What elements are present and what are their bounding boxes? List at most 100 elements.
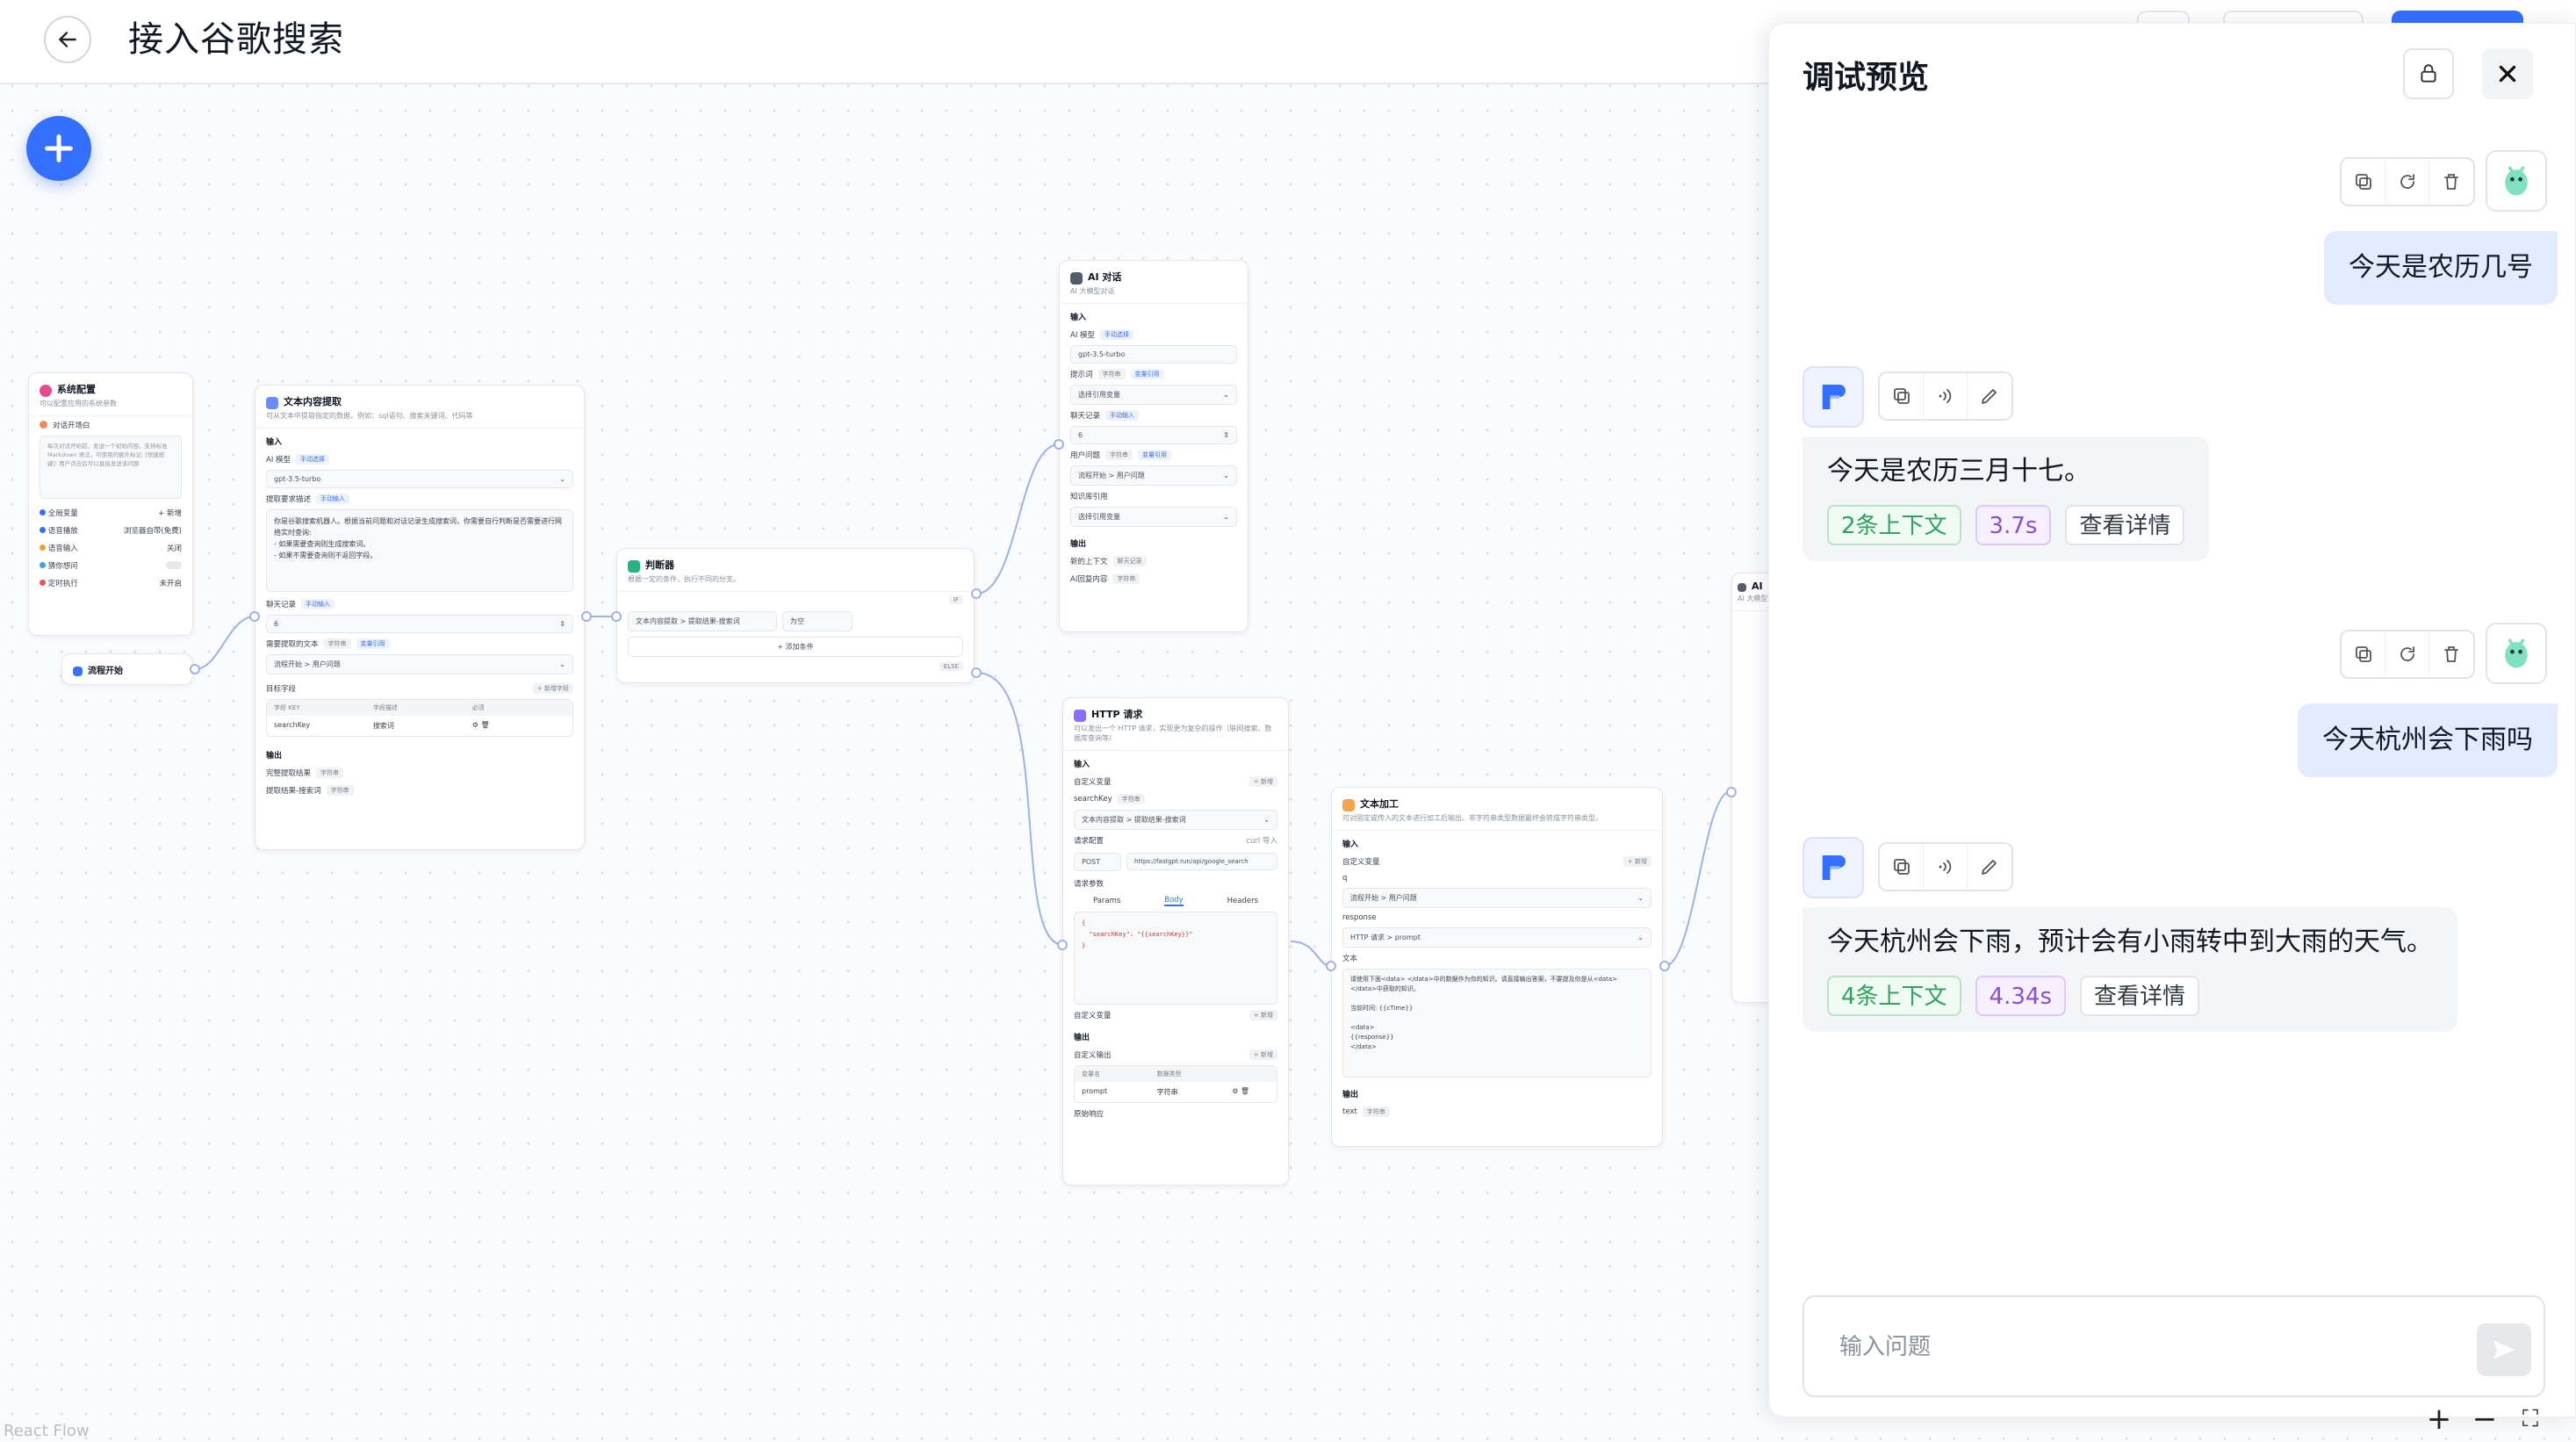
opening-textarea[interactable]: 每次对话开始前，发送一个初始内容。支持标准 Markdown 语法，可使用的额外… [40, 435, 182, 499]
add-variable-button[interactable]: + 新增 [1248, 1009, 1277, 1020]
node-title: 文本加工 [1360, 798, 1399, 810]
handle-target[interactable] [611, 611, 622, 622]
http-icon [1074, 709, 1086, 722]
condition-variable[interactable]: 文本内容提取 > 提取结果-搜索词 [628, 610, 777, 631]
url-input[interactable]: https://fastgpt.run/api/google_search [1126, 853, 1277, 870]
requirement-textarea[interactable]: 你是谷歌搜索机器人。根据当前问题和对话记录生成搜索词，你需要自行判断是否需要进行… [266, 508, 573, 592]
curl-import-button[interactable]: curl 导入 [1246, 836, 1277, 846]
delete-button[interactable] [2429, 631, 2473, 677]
method-select[interactable]: POST [1074, 852, 1121, 871]
condition-operator[interactable]: 为空 [782, 610, 853, 631]
add-condition-button[interactable]: + 添加条件 [628, 636, 963, 657]
edge-judge-if-ai [975, 443, 1060, 595]
var-select[interactable]: 文本内容提取 > 提取结果-搜索词⌄ [1074, 809, 1277, 830]
add-field-button[interactable]: + 新增字段 [532, 682, 573, 694]
send-button[interactable] [2477, 1323, 2531, 1376]
handle-target[interactable] [1326, 961, 1336, 971]
handle-target[interactable] [1726, 787, 1737, 797]
model-select[interactable]: gpt-3.5-turbo [1070, 344, 1237, 364]
close-button[interactable] [2482, 48, 2533, 99]
q-select[interactable]: 流程开始 > 用户问题⌄ [1342, 887, 1651, 908]
lock-button[interactable] [2403, 48, 2454, 99]
fit-view-button[interactable]: ⛶ [2522, 1406, 2539, 1432]
condition-variable-value: 文本内容提取 > 提取结果-搜索词 [636, 616, 740, 625]
suggest-toggle[interactable] [166, 561, 182, 569]
opening-icon [40, 421, 47, 429]
handle-target[interactable] [249, 611, 260, 622]
react-flow-attribution[interactable]: React Flow [4, 1422, 90, 1440]
tab-params[interactable]: Params [1092, 896, 1121, 905]
copy-button[interactable] [2342, 159, 2385, 205]
handle-if[interactable] [971, 588, 982, 599]
node-flow-start[interactable]: 流程开始 [61, 653, 193, 685]
handle-source[interactable] [581, 611, 592, 622]
user-message-tools [2340, 630, 2475, 679]
view-details-button[interactable]: 查看详情 [2079, 976, 2199, 1016]
handle-target[interactable] [1057, 940, 1068, 950]
handle-source[interactable] [1659, 961, 1670, 971]
prompt-select[interactable]: 选择引用变量⌄ [1070, 384, 1237, 405]
node-judge[interactable]: 判断器 根据一定的条件，执行不同的分支。 IF 文本内容提取 > 提取结果-搜索… [616, 548, 975, 683]
node-desc: 可以配置应用的系统参数 [40, 399, 117, 407]
node-system-config[interactable]: 系统配置 可以配置应用的系统参数 对话开场白 每次对话开始前，发送一个初始内容。… [28, 372, 193, 636]
row-actions[interactable]: ⚙ 🗑 [1232, 1086, 1250, 1095]
regenerate-button[interactable] [2385, 159, 2429, 205]
text-ref-select[interactable]: 流程开始 > 用户问题⌄ [266, 653, 573, 674]
back-button[interactable] [44, 16, 91, 63]
ai-avatar [1802, 837, 1864, 898]
edit-button[interactable] [1968, 373, 2011, 419]
sys-row-value[interactable]: + 新增 [158, 508, 182, 518]
context-count-tag[interactable]: 2条上下文 [1827, 505, 1961, 545]
node-text-extract[interactable]: 文本内容提取 可从文本中提取指定的数据，例如：sql语句、搜索关键词、代码等 输… [255, 385, 585, 850]
chat-input[interactable] [1839, 1327, 2454, 1367]
history-stepper[interactable]: 6⇕ [1070, 425, 1237, 444]
speak-button[interactable] [1924, 844, 1968, 890]
add-variable-button[interactable]: + 新增 [1248, 775, 1277, 787]
text-template[interactable]: 请使用下面<data> </data>中的数据作为你的知识。请直接输出答案，不要… [1342, 968, 1651, 1078]
delete-button[interactable] [2429, 159, 2473, 205]
tab-body[interactable]: Body [1164, 895, 1184, 906]
model-select[interactable]: gpt-3.5-turbo⌄ [266, 469, 573, 488]
user-message-bubble: 今天杭州会下雨吗 [2298, 703, 2558, 777]
duration-tag[interactable]: 4.34s [1975, 976, 2066, 1016]
handle-source[interactable] [190, 664, 200, 674]
node-http[interactable]: HTTP 请求 可以发出一个 HTTP 请求，实现更为复杂的操作（联网搜索、数据… [1062, 697, 1289, 1186]
copy-button[interactable] [2342, 631, 2385, 677]
sys-row-value[interactable]: 未开启 [159, 579, 182, 588]
zoom-out-button[interactable]: − [2472, 1402, 2498, 1437]
row-actions[interactable]: ⚙ 🗑 [471, 720, 490, 729]
history-stepper[interactable]: 6⇕ [266, 614, 573, 633]
add-node-button[interactable] [26, 116, 91, 181]
ai-logo-icon [1822, 855, 1846, 880]
zoom-in-button[interactable]: + [2426, 1402, 2452, 1437]
handle-else[interactable] [971, 667, 982, 678]
sys-row-value[interactable]: 关闭 [166, 544, 182, 553]
node-text-process[interactable]: 文本加工 可对固定或传入的文本进行加工后输出，非字符串类型数据最终会转成字符串类… [1331, 787, 1663, 1147]
ai-message-tools [1878, 371, 2013, 421]
sys-row-value[interactable]: 浏览器自带(免费) [123, 526, 182, 536]
view-details-button[interactable]: 查看详情 [2065, 505, 2185, 545]
kb-select[interactable]: 选择引用变量⌄ [1070, 506, 1237, 527]
edit-button[interactable] [1968, 844, 2011, 890]
stepper-icon: ⇕ [1223, 430, 1229, 439]
system-config-icon [40, 384, 52, 397]
node-desc: 可对固定或传入的文本进行加工后输出，非字符串类型数据最终会转成字符串类型。 [1342, 813, 1602, 822]
speak-button[interactable] [1924, 373, 1968, 419]
add-output-button[interactable]: + 新增 [1248, 1049, 1277, 1060]
add-variable-button[interactable]: + 新增 [1623, 855, 1651, 867]
handle-target[interactable] [1054, 439, 1064, 450]
response-select[interactable]: HTTP 请求 > prompt⌄ [1342, 926, 1651, 948]
body-editor[interactable]: { "searchKey": "{{searchKey}}" } [1074, 911, 1277, 1005]
copy-icon [1893, 859, 1910, 875]
node-ai-chat[interactable]: AI 对话 AI 大模型对话 输入 AI 模型手动选择 gpt-3.5-turb… [1059, 260, 1248, 632]
copy-button[interactable] [1880, 844, 1924, 890]
field-label: 请求参数 [1074, 879, 1105, 889]
context-count-tag[interactable]: 4条上下文 [1827, 976, 1961, 1016]
field-label: 提取要求描述 [266, 494, 312, 504]
copy-button[interactable] [1880, 373, 1924, 419]
regenerate-button[interactable] [2385, 631, 2429, 677]
question-select[interactable]: 流程开始 > 用户问题⌄ [1070, 465, 1237, 486]
duration-tag[interactable]: 3.7s [1975, 505, 2052, 545]
chevron-down-icon: ⌄ [559, 474, 565, 483]
tab-headers[interactable]: Headers [1227, 896, 1259, 905]
